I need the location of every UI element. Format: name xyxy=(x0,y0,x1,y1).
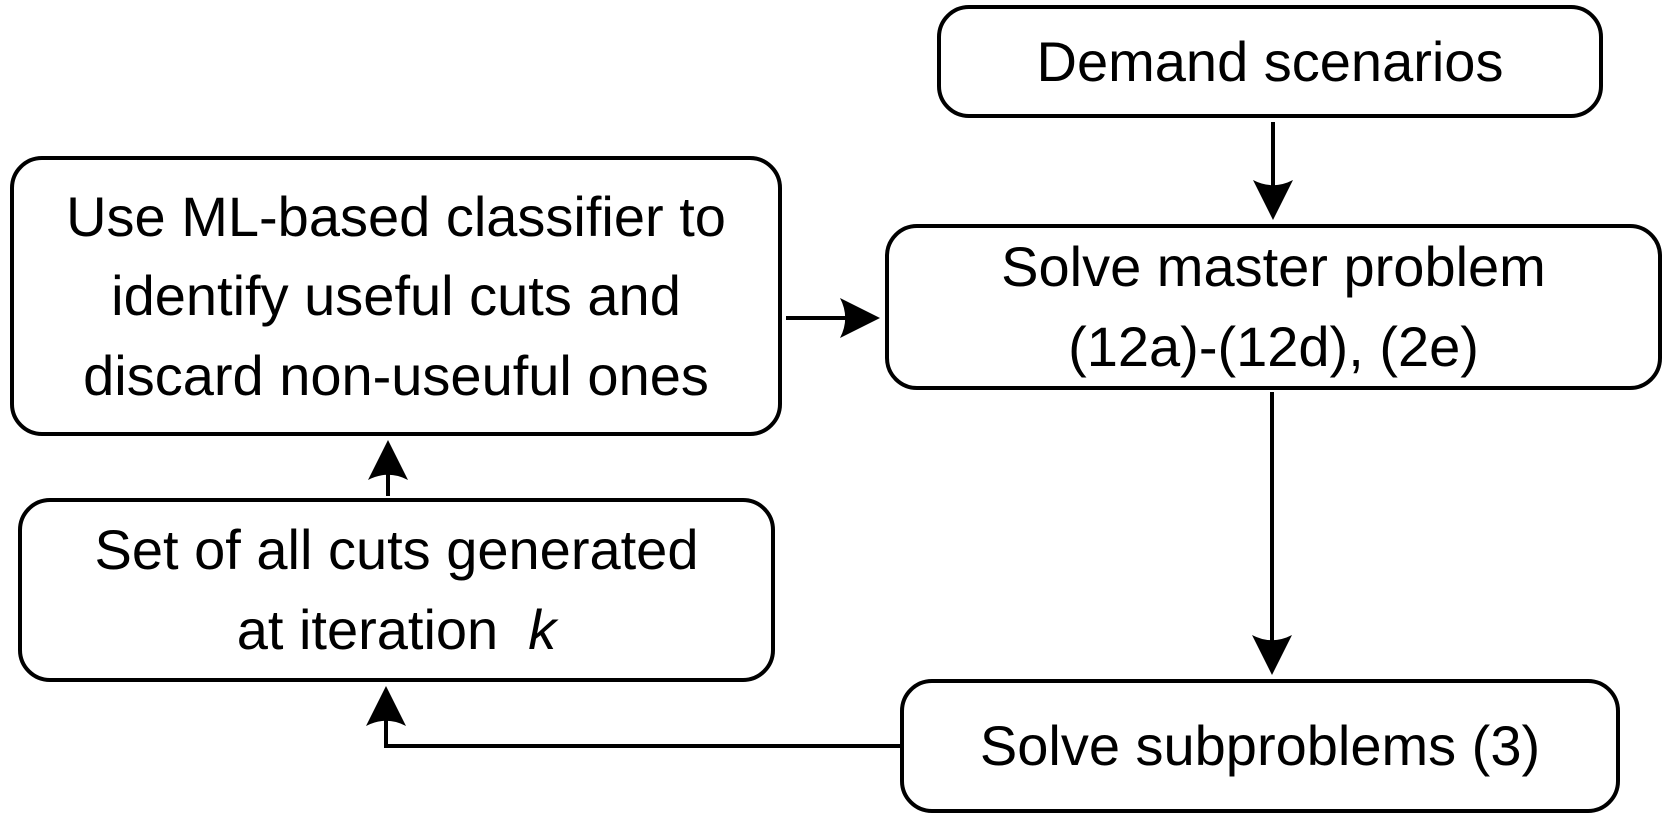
master-problem-label-line2: (12a)-(12d), (2e) xyxy=(1068,315,1479,378)
node-set-of-cuts: Set of all cuts generated at iteration k xyxy=(18,498,775,682)
classifier-label-line3: discard non-useuful ones xyxy=(83,343,709,407)
demand-scenarios-label: Demand scenarios xyxy=(1036,29,1504,93)
master-problem-label-line1: Solve master problem xyxy=(1001,235,1546,299)
node-solve-subproblems: Solve subproblems (3) xyxy=(900,679,1620,813)
node-solve-master-problem: Solve master problem (12a)-(12d), (2e) xyxy=(885,224,1662,390)
cuts-label-line2-prefix: at iteration xyxy=(236,598,499,661)
subproblems-label: Solve subproblems (3) xyxy=(979,714,1541,778)
cuts-label-line2: at iteration k xyxy=(237,590,557,670)
iteration-k-symbol: k xyxy=(528,598,557,661)
classifier-label-line1: Use ML-based classifier to xyxy=(66,184,726,248)
node-ml-classifier: Use ML-based classifier to identify usef… xyxy=(10,156,782,436)
cuts-label-line1: Set of all cuts generated xyxy=(94,518,699,582)
classifier-label-line2: identify useful cuts and xyxy=(111,264,681,328)
node-demand-scenarios: Demand scenarios xyxy=(937,5,1603,118)
arrow-subproblems-to-cuts xyxy=(366,686,900,748)
